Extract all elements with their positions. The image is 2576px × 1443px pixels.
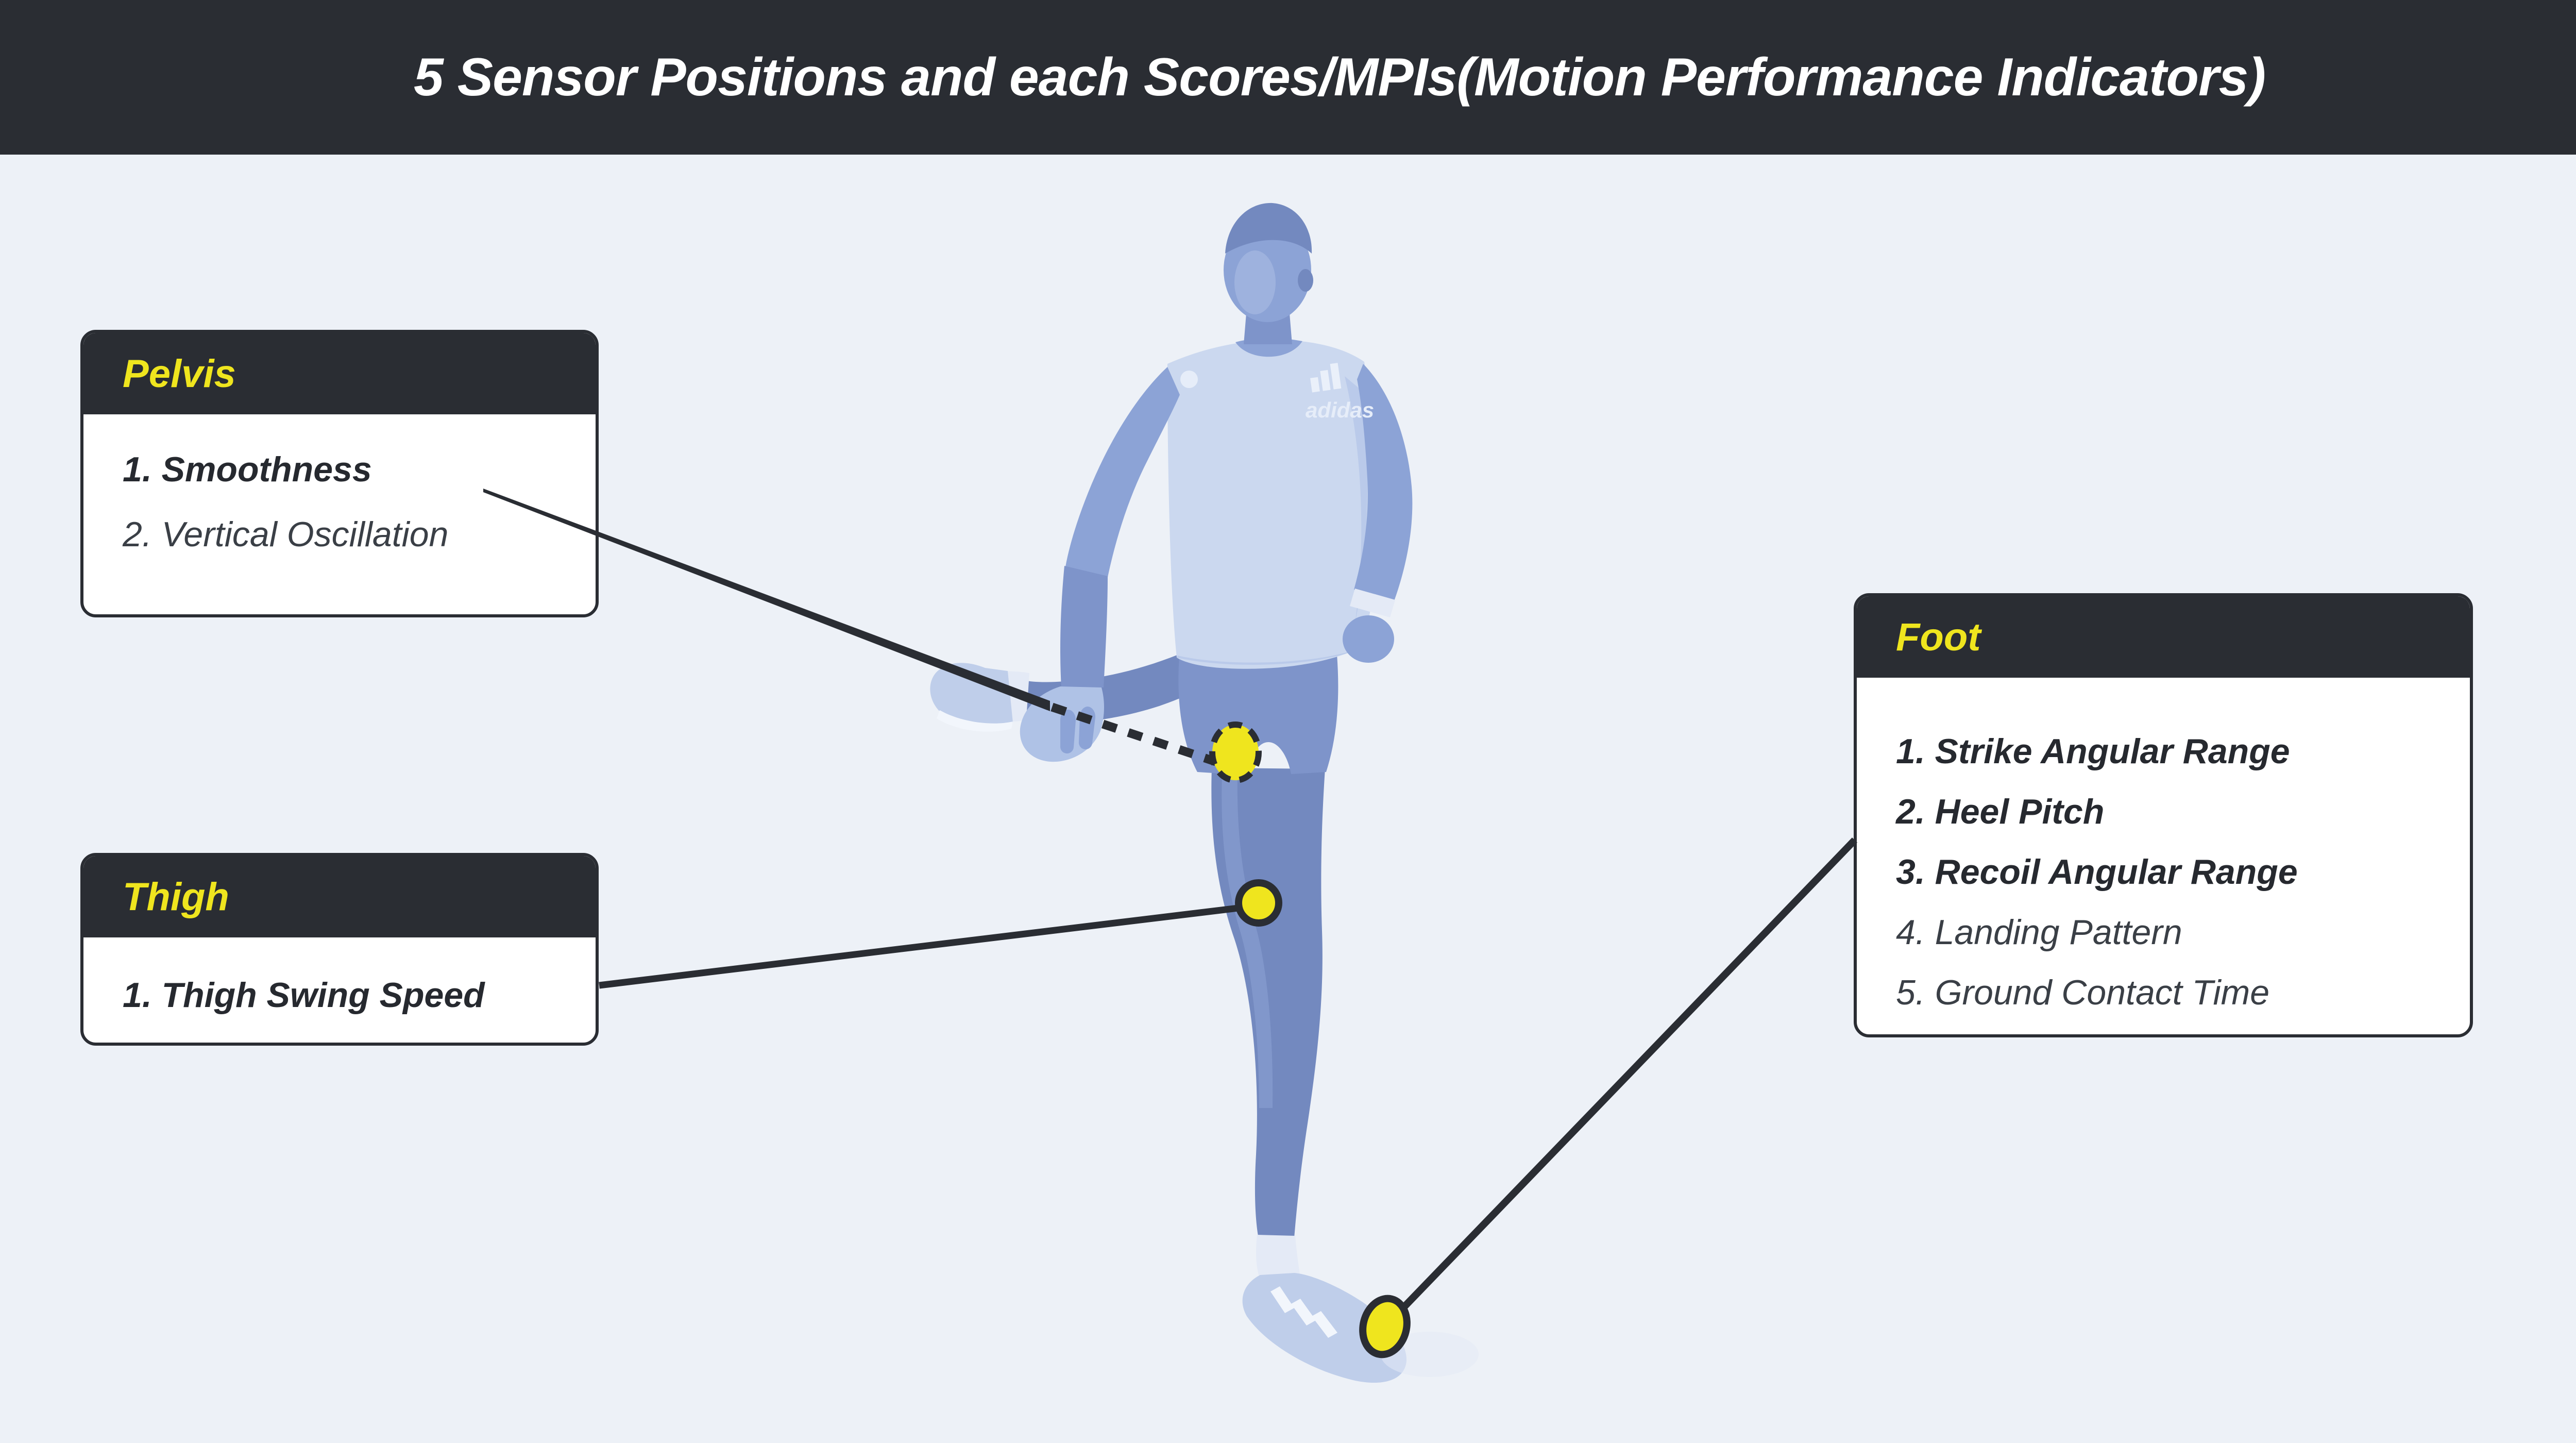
runner-left-upper-arm (1065, 367, 1180, 577)
pelvis-callout-header: Pelvis (83, 333, 596, 414)
pelvis-callout-box: Pelvis 1. Smoothness 2. Vertical Oscilla… (80, 330, 599, 617)
foot-callout-header: Foot (1857, 596, 2470, 678)
runner-right-fist (1343, 615, 1394, 663)
jersey-event-mark-icon (1180, 371, 1198, 388)
foot-mpi-item: 5. Ground Contact Time (1896, 972, 2270, 1012)
foot-callout-box: Foot 1. Strike Angular Range 2. Heel Pit… (1854, 593, 2473, 1037)
pelvis-mpi-item: 1. Smoothness (123, 450, 372, 489)
pelvis-mpi-item: 2. Vertical Oscillation (123, 515, 449, 554)
thigh-mpi-item: 1. Thigh Swing Speed (123, 976, 485, 1015)
runner-singlet (1167, 340, 1378, 669)
thigh-callout-title: Thigh (123, 875, 229, 919)
foot-callout-body: 1. Strike Angular Range 2. Heel Pitch 3.… (1857, 678, 2470, 1022)
runner-ear (1298, 269, 1313, 292)
thigh-callout-body: 1. Thigh Swing Speed (83, 937, 596, 1026)
foot-mpi-item: 3. Recoil Angular Range (1896, 852, 2298, 892)
runner-rear-shoe-sole (937, 710, 1013, 732)
foot-callout-title: Foot (1896, 615, 1981, 659)
thigh-callout-box: Thigh 1. Thigh Swing Speed (80, 853, 599, 1046)
runner-shoe-motion-blur (1381, 1332, 1479, 1377)
runner-front-sock (1256, 1235, 1300, 1280)
title-bar: 5 Sensor Positions and each Scores/MPIs(… (0, 0, 2576, 155)
runner-right-wristband (1350, 589, 1395, 617)
foot-mpi-item: 2. Heel Pitch (1896, 792, 2105, 831)
page-title: 5 Sensor Positions and each Scores/MPIs(… (413, 47, 2266, 107)
pelvis-callout-title: Pelvis (123, 351, 236, 396)
jersey-brand-logo-icon (1310, 363, 1342, 393)
jersey-brand-text: adidas (1306, 398, 1374, 422)
runner-hair (1225, 203, 1312, 254)
runner-right-arm (1354, 364, 1413, 601)
runner-figure: adidas (930, 203, 1479, 1383)
runner-front-shoe-stripes (1270, 1286, 1337, 1338)
foot-mpi-item: 4. Landing Pattern (1896, 912, 2182, 952)
pelvis-callout-body: 1. Smoothness 2. Vertical Oscillation (83, 414, 596, 567)
runner-face-highlight (1234, 250, 1276, 314)
foot-mpi-item: 1. Strike Angular Range (1896, 731, 2290, 771)
thigh-callout-header: Thigh (83, 856, 596, 937)
runner-left-forearm (1060, 566, 1108, 687)
